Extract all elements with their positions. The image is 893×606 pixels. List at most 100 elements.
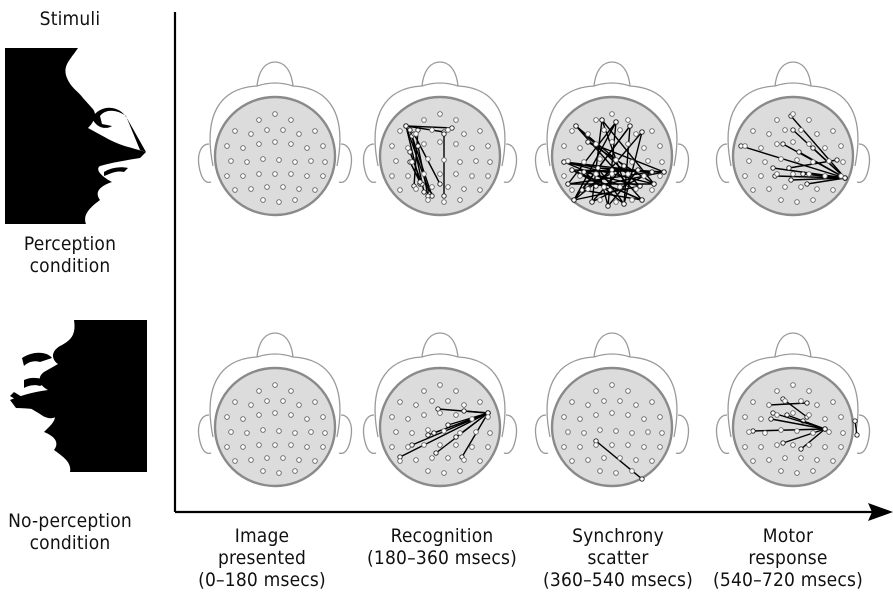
electrode xyxy=(276,428,282,434)
electrode xyxy=(389,414,395,420)
electrode xyxy=(477,187,483,193)
epoch-0-line1: Image xyxy=(234,525,290,547)
active-electrode xyxy=(403,123,409,129)
electrode xyxy=(758,416,764,422)
electrode xyxy=(409,430,415,436)
electrode xyxy=(778,156,784,162)
head-outline xyxy=(374,353,506,438)
electrode xyxy=(593,141,599,147)
electrode xyxy=(830,187,836,193)
electrode xyxy=(806,171,812,177)
electrode xyxy=(272,382,278,388)
nose-outline xyxy=(593,61,631,87)
active-electrode xyxy=(780,141,786,147)
electrode xyxy=(453,412,459,418)
electrode xyxy=(617,127,623,133)
electrode xyxy=(750,128,756,134)
electrode xyxy=(308,429,314,435)
electrode xyxy=(629,430,635,436)
electrode xyxy=(437,410,443,416)
electrode xyxy=(469,444,475,450)
electrode xyxy=(228,429,234,435)
electrode xyxy=(457,430,463,436)
electrode xyxy=(830,128,836,134)
electrode xyxy=(280,455,286,461)
active-electrode xyxy=(770,165,776,171)
synchrony-connection xyxy=(409,161,421,183)
electrode xyxy=(429,455,435,461)
electrode xyxy=(577,416,583,422)
electrode xyxy=(421,442,427,448)
electrode xyxy=(806,141,812,147)
electrode xyxy=(256,412,262,418)
epoch-3-line2: response xyxy=(748,547,828,569)
head-panel-row0-col1 xyxy=(362,61,518,217)
electrode xyxy=(810,468,816,474)
electrode xyxy=(758,444,764,450)
active-electrode xyxy=(595,165,601,171)
synchrony-connection xyxy=(800,428,826,450)
electrode xyxy=(649,399,655,405)
electrode xyxy=(814,186,820,192)
electrode xyxy=(794,157,800,163)
electrode xyxy=(613,470,619,476)
nose-outline xyxy=(774,332,812,358)
electrode xyxy=(441,428,447,434)
active-electrode xyxy=(798,446,804,452)
synchrony-connection xyxy=(417,145,429,197)
left-ear xyxy=(534,143,549,184)
electrode xyxy=(288,171,294,177)
electrode xyxy=(782,455,788,461)
active-electrode xyxy=(834,157,840,163)
electrode xyxy=(597,468,603,474)
electrode xyxy=(461,402,467,408)
electrode xyxy=(453,388,459,394)
electrode xyxy=(565,158,571,164)
electrode xyxy=(593,171,599,177)
electrode xyxy=(441,199,447,205)
electrode xyxy=(256,171,262,177)
epoch-label-motor-response: Motor response (540–720 msecs) xyxy=(698,525,878,591)
nose-outline xyxy=(774,61,812,87)
epoch-1-line1: Recognition xyxy=(390,525,494,547)
electrode xyxy=(625,388,631,394)
head-panel-row1-col1 xyxy=(362,332,518,488)
electrode xyxy=(774,442,780,448)
right-ear xyxy=(503,414,518,455)
electrode xyxy=(633,457,639,463)
active-electrode xyxy=(627,123,633,129)
electrode xyxy=(774,171,780,177)
electrode xyxy=(826,429,832,435)
electrode xyxy=(485,414,491,420)
electrode xyxy=(429,127,435,133)
stimulus-perception-image xyxy=(5,48,146,224)
active-electrode xyxy=(453,434,459,440)
electrode xyxy=(405,173,411,179)
electrode xyxy=(296,457,302,463)
electrode xyxy=(260,197,266,203)
left-ear xyxy=(715,414,730,455)
active-electrode xyxy=(621,201,627,207)
electrode xyxy=(561,444,567,450)
electrode xyxy=(838,173,844,179)
electrode xyxy=(264,455,270,461)
electrode xyxy=(445,455,451,461)
synchrony-connection xyxy=(798,151,846,179)
electrode xyxy=(296,186,302,192)
electrode xyxy=(774,141,780,147)
active-electrode xyxy=(581,169,587,175)
left-ear xyxy=(197,143,212,184)
left-ear xyxy=(362,143,377,184)
electrode xyxy=(413,402,419,408)
electrode xyxy=(397,458,403,464)
electrode xyxy=(487,159,493,165)
electrode xyxy=(240,444,246,450)
electrode xyxy=(762,430,768,436)
synchrony-connection xyxy=(770,418,826,430)
electrode xyxy=(601,398,607,404)
electrode xyxy=(790,382,796,388)
scalp-circle xyxy=(213,95,337,217)
electrode xyxy=(276,470,282,476)
electrode xyxy=(256,141,262,147)
electrode xyxy=(413,131,419,137)
